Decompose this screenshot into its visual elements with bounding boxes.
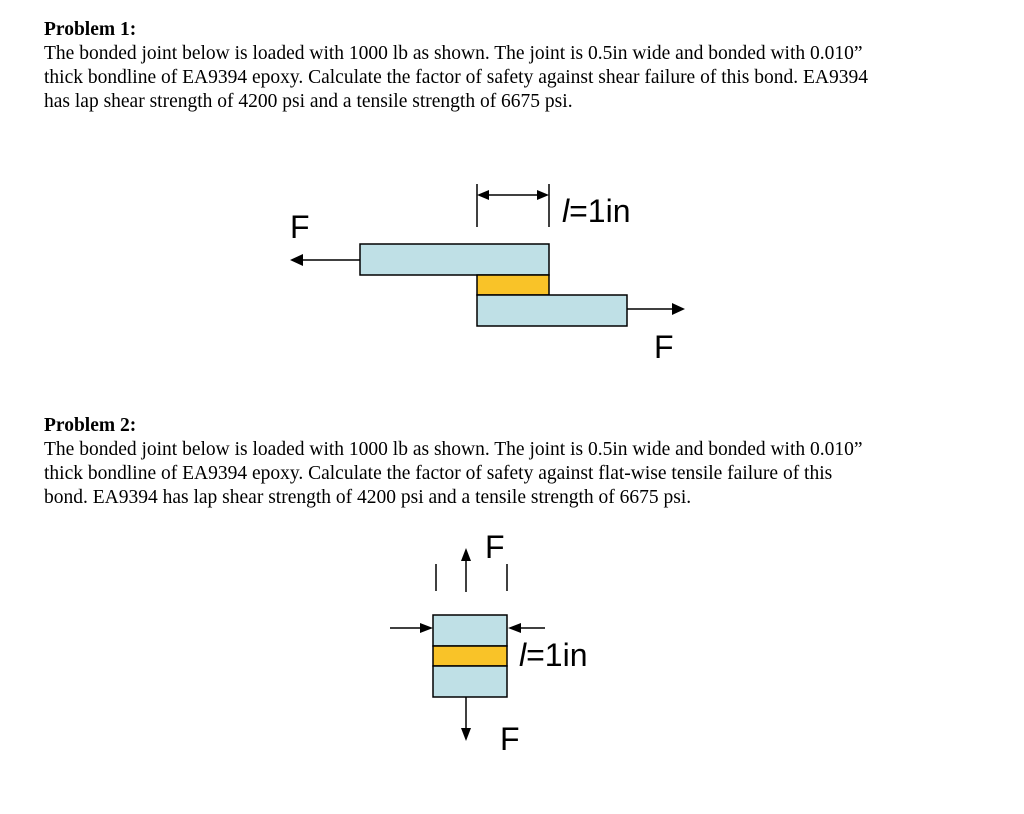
problem-2-line-3: bond. EA9394 has lap shear strength of 4…: [44, 487, 692, 508]
upper-block: [432, 614, 508, 647]
length-label: l=1in: [562, 193, 631, 229]
length-label-2: l=1in: [519, 637, 588, 673]
problem-2-line-1: The bonded joint below is loaded with 10…: [44, 439, 863, 460]
problem-1-line-1: The bonded joint below is loaded with 10…: [44, 43, 863, 64]
bondline-2: [432, 645, 508, 667]
force-left-arrowhead: [290, 254, 303, 266]
force-right-label: F: [654, 329, 674, 365]
length-var: l: [562, 193, 570, 229]
problem-1-title: Problem 1:: [44, 19, 137, 40]
force-left-label: F: [290, 209, 310, 245]
problem-2-line-2: thick bondline of EA9394 epoxy. Calculat…: [44, 463, 833, 484]
force-right-arrowhead: [672, 303, 685, 315]
length-dim-left-arrowhead: [420, 623, 433, 633]
length-var-2: l: [519, 637, 527, 673]
problem-1-line-3: has lap shear strength of 4200 psi and a…: [44, 91, 573, 112]
length-value: =1in: [569, 193, 630, 229]
force-top-label: F: [485, 529, 505, 565]
lap-joint-figure: l=1in F F: [290, 184, 685, 365]
lower-block: [432, 665, 508, 698]
problem-1-line-2: thick bondline of EA9394 epoxy. Calculat…: [44, 67, 868, 88]
force-top-arrowhead: [461, 548, 471, 561]
force-bottom-label: F: [500, 721, 520, 757]
lower-adherend: [476, 294, 628, 327]
upper-adherend: [359, 243, 550, 276]
force-bottom-arrowhead: [461, 728, 471, 741]
length-dim-right-arrowhead: [508, 623, 521, 633]
problem-2: Problem 2: The bonded joint below is loa…: [44, 414, 994, 510]
length-value-2: =1in: [526, 637, 587, 673]
length-dimension: [476, 184, 550, 227]
problem-2-title: Problem 2:: [44, 415, 137, 436]
problem-1: Problem 1: The bonded joint below is loa…: [44, 18, 994, 114]
